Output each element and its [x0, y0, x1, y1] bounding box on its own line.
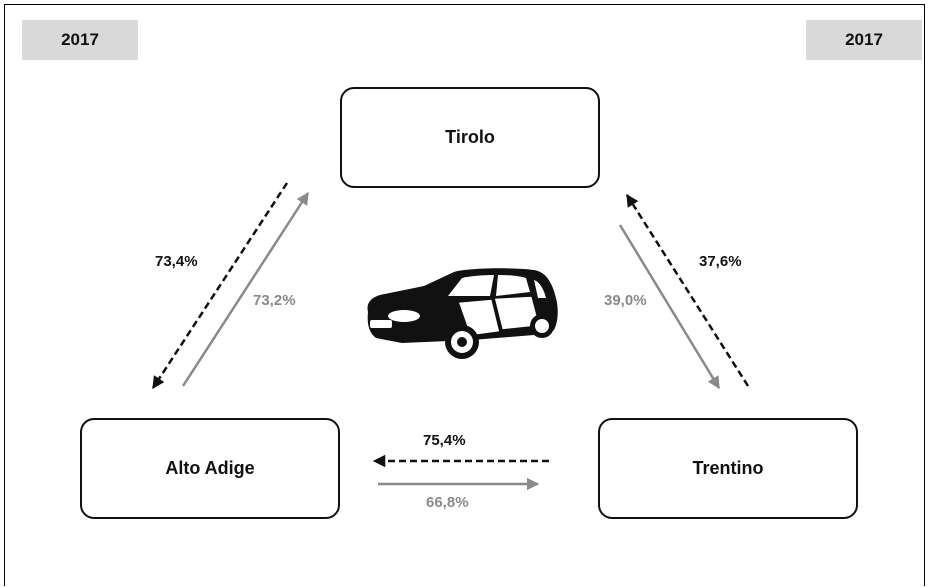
node-trentino: Trentino: [598, 418, 858, 519]
node-alto-adige: Alto Adige: [80, 418, 340, 519]
arrow-tirolo-to-alto-adige: [151, 182, 289, 390]
figure-frame: [4, 4, 925, 586]
node-tirolo: Tirolo: [340, 87, 600, 188]
arrow-tirolo-to-trentino: [618, 224, 721, 390]
arrow-alto-adige-to-tirolo: [181, 191, 310, 387]
label-tirolo-to-alto-adige: 73,4%: [155, 253, 198, 270]
label-trentino-to-alto-adige: 75,4%: [423, 432, 466, 449]
label-trentino-to-tirolo: 37,6%: [699, 253, 742, 270]
label-alto-adige-to-tirolo: 73,2%: [253, 292, 296, 309]
arrow-trentino-to-tirolo: [625, 193, 750, 387]
label-tirolo-to-trentino: 39,0%: [604, 292, 647, 309]
label-alto-adige-to-trentino: 66,8%: [426, 494, 469, 511]
year-label-left: 2017: [22, 20, 138, 60]
car-icon: [367, 268, 558, 359]
year-label-right: 2017: [806, 20, 922, 60]
